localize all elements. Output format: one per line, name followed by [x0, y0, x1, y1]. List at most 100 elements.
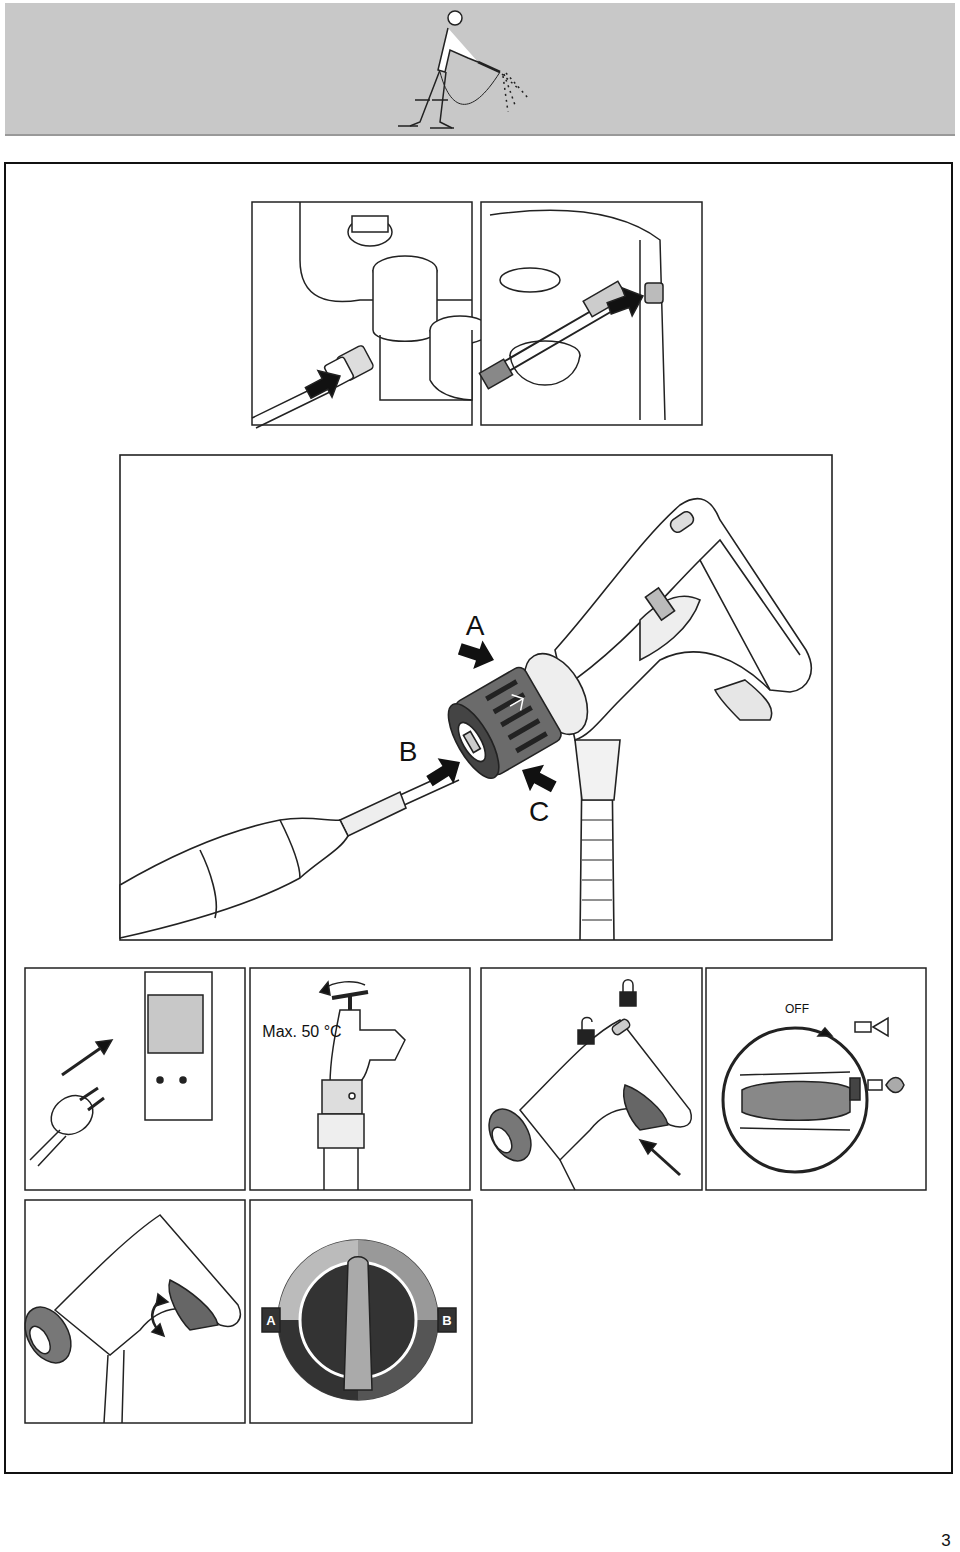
lock-panel-part	[582, 1018, 592, 1031]
page-frame	[5, 163, 952, 1473]
tap-panel-part	[320, 982, 330, 995]
detergent-panel-part	[278, 1240, 438, 1400]
plug-panel-part	[157, 1077, 163, 1083]
inlet-panel-part	[373, 270, 437, 341]
callout-letter: A	[466, 612, 485, 640]
tap-panel-part	[332, 992, 368, 1010]
selector-panel-part	[855, 1022, 871, 1032]
plug-panel-part	[62, 1045, 105, 1075]
gun-panel-part-part	[506, 691, 528, 714]
tap-panel-part	[349, 1093, 355, 1099]
callout-letter: B	[399, 738, 418, 766]
callout-letter: A	[266, 1314, 275, 1327]
inlet-panel-part	[252, 202, 472, 425]
trigger-panel-part	[26, 1323, 55, 1357]
selector-panel-part	[868, 1080, 882, 1090]
inlet-panel	[252, 202, 490, 428]
hose-panel-part	[510, 355, 580, 385]
lock-panel-part	[488, 1124, 516, 1156]
plug-panel-part	[180, 1077, 186, 1083]
trigger-panel-part	[55, 1215, 240, 1355]
tap-panel-part	[330, 1010, 405, 1085]
selector-panel-part	[723, 1028, 867, 1172]
selector-panel-part	[850, 1078, 860, 1100]
tap-panel-part	[324, 1148, 358, 1190]
hose-panel-part	[500, 268, 560, 292]
hose-panel-part	[645, 283, 663, 303]
lock-panel-part	[640, 1140, 656, 1154]
inlet-panel-part	[352, 216, 388, 232]
hose-panel-part	[490, 210, 665, 420]
plug-panel-part	[145, 972, 212, 1120]
trigger-panel-part	[104, 1350, 124, 1423]
gun-panel-part	[555, 499, 811, 740]
header-band-part	[438, 28, 478, 72]
plug-panel-part	[44, 1088, 101, 1143]
lock-panel-part	[620, 992, 636, 1006]
trigger-panel-part	[16, 1299, 81, 1371]
lock-panel-part	[480, 1102, 539, 1168]
tap-panel-part	[318, 1114, 364, 1148]
detergent-panel-part	[262, 1308, 280, 1332]
gun-panel-part	[668, 509, 696, 534]
gun-panel-part	[575, 740, 620, 800]
selector-panel	[706, 968, 926, 1190]
trigger-panel	[16, 1200, 245, 1423]
header-band-part	[448, 11, 462, 25]
detergent-panel-part	[344, 1257, 372, 1390]
header-band-part	[415, 99, 448, 101]
detergent-panel	[250, 1200, 472, 1423]
trigger-panel-part	[25, 1200, 245, 1423]
inlet-panel-part	[301, 363, 347, 406]
selector-panel-part	[706, 968, 926, 1190]
selector-panel-part	[740, 1072, 850, 1130]
detergent-panel-part	[250, 1200, 472, 1423]
plug-panel-part	[96, 1040, 112, 1054]
callout-arrow-part	[515, 757, 561, 800]
hose-panel-part	[479, 359, 512, 389]
header-band-part	[5, 3, 955, 135]
gun-panel-part	[645, 588, 674, 620]
plug-panel-part	[30, 1130, 66, 1166]
header-band	[5, 3, 955, 135]
hose-panel	[479, 202, 702, 425]
header-band-part	[502, 73, 528, 112]
selector-panel-part	[886, 1078, 904, 1093]
detergent-panel-part	[438, 1308, 456, 1332]
temperature-note: Max. 50 °C	[262, 1024, 341, 1040]
inlet-panel-part	[430, 330, 472, 400]
hose-panel-part	[481, 202, 702, 425]
callout-arrow-part	[455, 635, 499, 675]
selector-panel-part	[873, 1018, 888, 1036]
callout-arrow-part	[422, 749, 468, 794]
lock-panel-part	[520, 1020, 691, 1160]
gun-panel-part	[560, 560, 770, 690]
gun-panel-part	[120, 455, 832, 940]
selector-panel-part	[742, 1081, 850, 1120]
gun-panel-part	[715, 680, 772, 720]
gun-panel	[120, 455, 832, 940]
tap-panel-part	[322, 1080, 362, 1114]
gun-panel-part-part	[486, 682, 546, 751]
header-band-part	[478, 62, 500, 72]
lock-panel-part	[648, 1146, 680, 1175]
tap-panel-part	[250, 968, 470, 1190]
gun-panel-part	[700, 540, 800, 655]
gun-panel-part-part	[453, 718, 491, 765]
gun-panel-part-part	[463, 731, 480, 752]
plug-panel-part	[148, 995, 203, 1053]
plug-panel-part	[25, 968, 245, 1190]
selector-panel-part	[818, 1028, 832, 1036]
gun-panel-part	[582, 800, 612, 920]
hose-panel-part	[604, 282, 648, 323]
callout-letter: B	[442, 1314, 451, 1327]
header-band-part	[410, 70, 452, 128]
header-band-part	[398, 126, 454, 128]
header-band-part	[5, 134, 955, 136]
gun-panel-part	[120, 818, 348, 938]
lock-panel-part	[623, 980, 633, 992]
lock-panel-part	[481, 968, 702, 1190]
callout-arrow	[422, 635, 561, 801]
